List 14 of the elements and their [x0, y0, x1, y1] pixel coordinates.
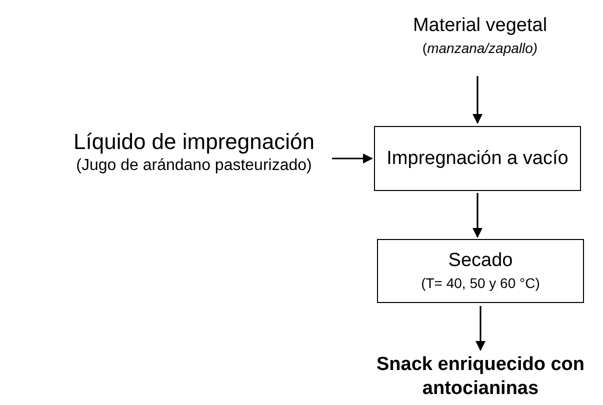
step-label: Secado [448, 249, 513, 273]
arrow [332, 154, 373, 164]
input-label: Líquido de impregnación [74, 128, 314, 154]
arrow [476, 306, 486, 351]
step-label: Impregnación a vacío [386, 146, 568, 170]
detail-note: (manzana/zapallo) [422, 39, 538, 58]
process-box [374, 126, 581, 191]
input-label: Material vegetal [412, 14, 548, 38]
detail-note: (T= 40, 50 y 60 °C) [421, 274, 540, 293]
input-label: Snack enriquecido con antocianinas [376, 353, 586, 401]
arrow [472, 193, 482, 238]
arrow [472, 76, 482, 124]
process-box [377, 239, 584, 303]
detail-note: (Jugo de arándano pasteurizado) [76, 156, 312, 176]
